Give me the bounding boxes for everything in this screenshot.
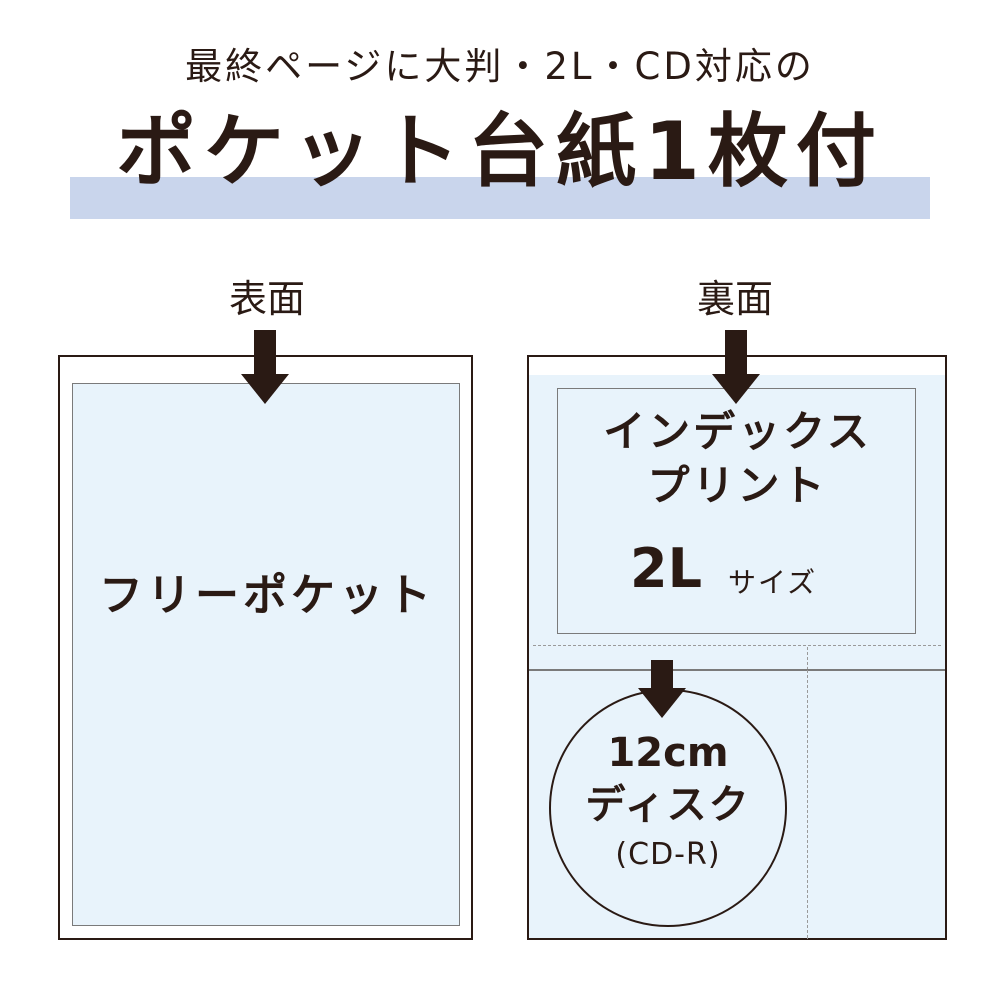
front-label: 表面 <box>228 277 305 321</box>
disc-label: ディスク <box>585 782 751 828</box>
index-print-pocket: インデックス プリント 2L サイズ <box>557 388 916 634</box>
lower-pocket-edge <box>529 669 945 671</box>
front-sheet: フリーポケット <box>58 355 473 940</box>
disc-size: 12cm <box>607 730 729 776</box>
disc-arrow-shaft <box>651 660 673 690</box>
page-title: ポケット台紙1枚付 <box>116 105 884 198</box>
size-unit: サイズ <box>728 566 818 599</box>
free-pocket-label: フリーポケット <box>99 570 435 621</box>
back-label: 裏面 <box>696 277 773 321</box>
index-print-line2: プリント <box>647 461 828 510</box>
disc-arrow-down-icon <box>638 688 686 718</box>
size-value: 2L <box>630 537 702 600</box>
front-arrow-shaft <box>254 330 276 376</box>
disc-type: (CD-R) <box>615 837 721 872</box>
vertical-cut-line-lower <box>807 670 808 938</box>
back-arrow-down-icon <box>712 374 760 404</box>
index-print-line1: インデックス <box>603 407 872 456</box>
size-row: 2L サイズ <box>630 537 860 607</box>
title-highlight-band <box>70 177 930 219</box>
horizontal-cut-line <box>533 645 941 646</box>
cd-disc-pocket: 12cm ディスク (CD-R) <box>549 689 787 927</box>
front-arrow-down-icon <box>241 374 289 404</box>
back-arrow-shaft <box>725 330 747 376</box>
subtitle: 最終ページに大判・2L・CD対応の <box>185 45 815 88</box>
free-pocket: フリーポケット <box>72 383 460 926</box>
back-sheet: インデックス プリント 2L サイズ 12cm ディスク (CD-R) <box>527 355 947 940</box>
